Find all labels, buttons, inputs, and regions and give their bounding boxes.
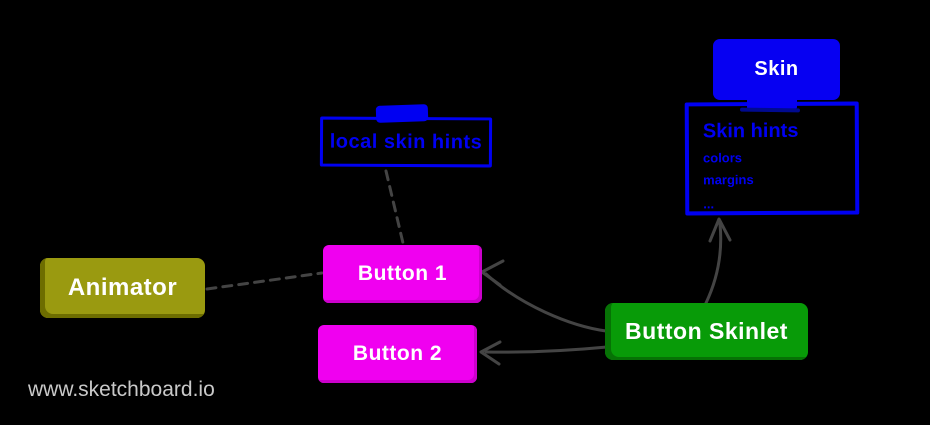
node-button1[interactable]: Button 1 — [323, 245, 482, 303]
edge-skinlet-button2[interactable] — [484, 345, 609, 354]
node-local-skin-hints-label: local skin hints — [329, 130, 483, 153]
local-hints-attachment-blob — [375, 104, 429, 123]
node-skin-label: Skin — [754, 58, 799, 80]
node-button2-label: Button 2 — [352, 342, 443, 365]
edge-skinlet-skinhints[interactable] — [704, 222, 723, 305]
arrowhead-button2 — [479, 340, 502, 366]
edge-localhints-button1[interactable] — [384, 169, 405, 245]
skin-hints-item-colors: colors — [702, 150, 743, 166]
node-button2[interactable]: Button 2 — [318, 325, 477, 383]
skin-attachment-tab — [747, 95, 797, 110]
node-button-skinlet[interactable]: Button Skinlet — [605, 303, 808, 360]
skin-hints-item-margins: margins — [703, 172, 754, 188]
skin-hints-title: Skin hints — [702, 119, 799, 143]
sketchboard-watermark: www.sketchboard.io — [28, 378, 215, 401]
node-animator-label: Animator — [67, 274, 178, 301]
edge-animator-button1[interactable] — [205, 271, 324, 291]
skin-attachment-smudge — [739, 107, 801, 113]
node-skin-hints[interactable]: Skin hints colors margins ... — [684, 101, 860, 216]
node-button-skinlet-label: Button Skinlet — [625, 318, 788, 344]
node-local-skin-hints[interactable]: local skin hints — [319, 116, 493, 168]
skin-hints-item-ellipsis: ... — [703, 196, 715, 212]
arrowhead-button1 — [480, 259, 505, 287]
node-animator[interactable]: Animator — [40, 258, 205, 318]
node-button1-label: Button 1 — [357, 262, 448, 285]
edge-skinlet-button1[interactable] — [484, 272, 608, 333]
arrowhead-skinhints — [708, 217, 732, 243]
node-skin[interactable]: Skin — [713, 39, 840, 100]
